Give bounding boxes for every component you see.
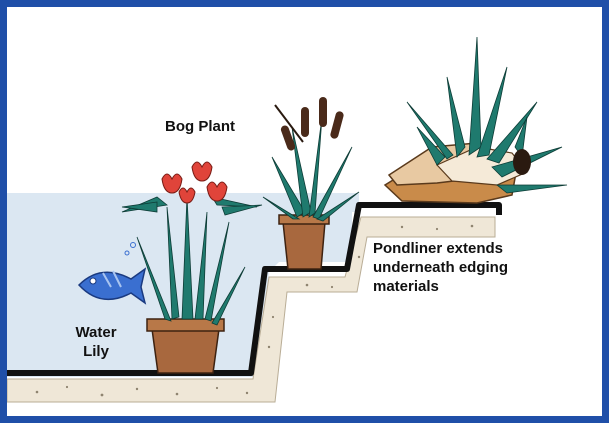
bog-plant-pot	[283, 222, 325, 269]
water-lily-label: Water Lily	[65, 323, 127, 361]
cattails	[275, 97, 344, 152]
shrub-seedpod	[513, 149, 531, 175]
water-lily-pot-rim	[147, 319, 224, 331]
bog-plant-label: Bog Plant	[165, 117, 235, 136]
water-lily-pot	[152, 329, 219, 373]
pondliner-label: Pondliner extends underneath edging mate…	[373, 239, 598, 296]
